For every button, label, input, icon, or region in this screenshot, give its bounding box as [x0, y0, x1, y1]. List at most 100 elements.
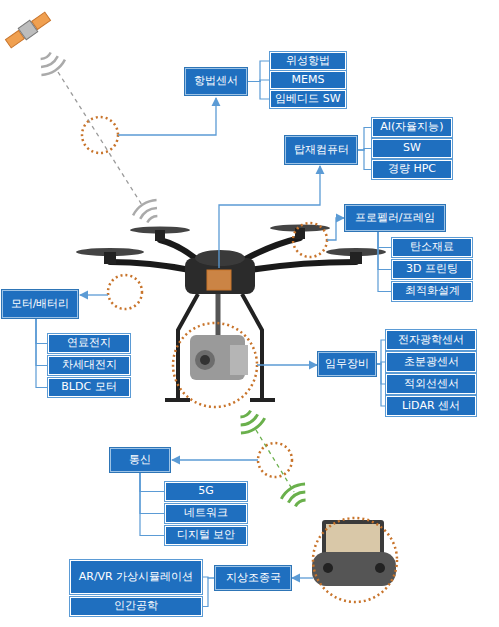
box-label: 모터/배터리: [11, 298, 70, 311]
tree-connector: [378, 231, 392, 292]
leader-arrow: [80, 294, 108, 295]
box-label: AR/VR 가상시뮬레이션: [79, 571, 194, 584]
signal-arc: [41, 52, 52, 60]
item-box: BLDC 모터: [48, 378, 130, 397]
box-label: 전자광학센서: [398, 334, 464, 347]
signal-arc: [279, 481, 305, 499]
highlight-circle: [108, 275, 142, 309]
signal-arc: [241, 418, 267, 436]
motor: [104, 252, 116, 264]
tree-connector: [202, 578, 215, 607]
signal-arc: [41, 56, 59, 69]
box-label: 지상조종국: [226, 572, 281, 585]
item-box: MEMS: [270, 71, 346, 89]
box-label: 임베디드 SW: [275, 93, 340, 106]
box-label: 네트워크: [184, 507, 228, 520]
box-label: 경량 HPC: [388, 163, 436, 176]
item-box: 임베디드 SW: [270, 90, 346, 108]
leader-arrow: [292, 577, 313, 578]
signal-arc: [139, 206, 157, 219]
box-label: MEMS: [292, 74, 325, 87]
tree-connector: [140, 472, 165, 514]
box-label: 통신: [129, 454, 151, 467]
signal-arc: [287, 490, 305, 503]
item-box: 5G: [165, 482, 247, 501]
item-box: SW: [372, 139, 452, 158]
motor: [295, 228, 305, 239]
item-box: 디지털 보안: [165, 526, 247, 545]
gimbal-mount: [216, 294, 221, 336]
signal-arc: [131, 197, 157, 215]
box-label: 최적화설계: [405, 285, 460, 298]
item-box: 초분광센서: [386, 352, 476, 372]
item-box: 탄소재료: [392, 238, 472, 257]
item-box: 인간공학: [70, 597, 202, 616]
category-box: 모터/배터리: [2, 290, 78, 318]
box-label: 3D 프린팅: [406, 263, 458, 276]
box-label: 인간공학: [114, 600, 158, 613]
controller-screen: [326, 524, 380, 556]
tree-connector: [202, 577, 215, 578]
item-box: 경량 HPC: [372, 160, 452, 179]
drone-arm: [110, 262, 190, 270]
signal-arc: [240, 411, 251, 419]
box-label: SW: [403, 142, 421, 155]
signal-path: [256, 430, 294, 492]
leader-arrow: [118, 98, 216, 135]
signal-arc: [241, 414, 259, 427]
highlight-circle: [293, 223, 327, 257]
box-label: 디지털 보안: [177, 529, 236, 542]
item-box: AR/VR 가상시뮬레이션: [70, 560, 202, 594]
leader-arrow: [257, 364, 317, 365]
tree-connector: [376, 340, 386, 364]
box-label: 프로펠러/프레임: [355, 212, 436, 225]
tree-connector: [378, 231, 392, 270]
item-box: 전자광학센서: [386, 330, 476, 350]
tree-connector: [36, 318, 48, 388]
box-label: 임무장비: [325, 358, 369, 371]
tree-connector: [376, 364, 386, 406]
highlight-circle: [173, 323, 257, 407]
drone-dome: [195, 250, 245, 266]
computer-highlight: [207, 270, 231, 290]
category-box: 탑재컴퓨터: [285, 136, 357, 164]
tree-connector: [36, 318, 48, 344]
camera-lens: [195, 350, 215, 370]
tree-connector: [376, 362, 386, 364]
tree-connector: [376, 364, 386, 384]
category-box: 지상조종국: [215, 566, 291, 590]
item-box: 적외선센서: [386, 374, 476, 394]
motor: [350, 252, 362, 264]
item-box: 차세대전지: [48, 356, 130, 375]
box-label: 항법센서: [194, 75, 238, 88]
signal-arc: [146, 215, 157, 223]
tree-connector: [357, 128, 372, 151]
satellite-body: [18, 20, 37, 39]
tree-connector: [357, 149, 372, 151]
tree-connector: [140, 472, 165, 536]
item-box: AI(자율지능): [372, 118, 452, 137]
tree-connector: [140, 472, 165, 492]
item-box: 3D 프린팅: [392, 260, 472, 279]
signal-arc: [41, 60, 67, 78]
landing-foot: [165, 398, 190, 402]
highlight-circle: [313, 518, 397, 602]
tree-connector: [247, 82, 270, 100]
leader-arrow: [172, 459, 258, 460]
box-label: 적외선센서: [404, 378, 459, 391]
box-label: 5G: [198, 485, 214, 498]
tree-connector: [378, 231, 392, 248]
item-box: 최적화설계: [392, 282, 472, 301]
box-label: 위성항법: [286, 55, 330, 68]
box-label: BLDC 모터: [61, 381, 116, 394]
drone-arm: [250, 262, 356, 270]
box-label: AI(자율지능): [380, 121, 443, 134]
camera-lens: [200, 355, 210, 365]
tree-connector: [247, 61, 270, 82]
tree-connector: [36, 318, 48, 366]
motor: [155, 230, 165, 241]
box-label: 연료전지: [67, 337, 111, 350]
highlight-circle: [258, 443, 292, 477]
signal-arc: [295, 499, 306, 507]
box-label: 탄소재료: [410, 241, 454, 254]
